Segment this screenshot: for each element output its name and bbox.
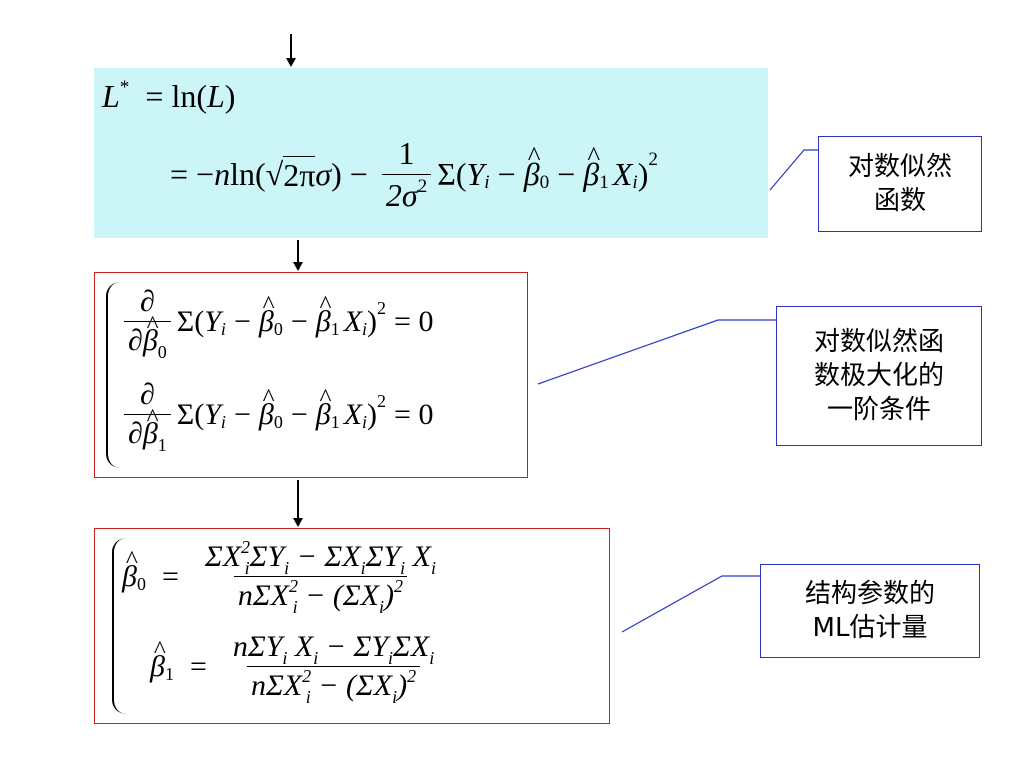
eq3-row2-fraction: nΣYi Xi − ΣYiΣXi nΣX2i − (ΣXi)2 [232, 630, 435, 707]
eq1-beta1: β [583, 141, 600, 193]
eq1-i2: i [632, 171, 638, 193]
eq1-Lvar: L [206, 78, 225, 114]
arrow-3-line [297, 480, 299, 520]
eq1-sub0: 0 [539, 171, 550, 193]
eq2-row2-fraction: ∂ ∂β1 [124, 378, 171, 455]
arrow-3-head [292, 518, 303, 527]
eq1-rparen2: ) [331, 156, 342, 192]
eq1-minus2: − [497, 156, 516, 192]
eq1-equals: = [145, 78, 164, 114]
eq1-i: i [484, 171, 490, 193]
arrow-top-line [290, 34, 292, 60]
eq2-row1: ∂ ∂β0 Σ(Yi − β0 − β1 Xi)2 = 0 [118, 285, 441, 362]
eq1-two-pi: 2π [283, 155, 316, 193]
eq1-sqrt: √ [265, 156, 284, 192]
eq3-row1: β0 = ΣX2iΣYi − ΣXiΣYi Xi nΣX2i − (ΣXi)2 [122, 536, 446, 617]
eq1-pow: 2 [648, 149, 658, 171]
first-order-box [94, 272, 528, 478]
eq1-close: ) [637, 156, 649, 192]
eq2-row1-fraction: ∂ ∂β0 [124, 285, 171, 362]
eq1-sub1: 1 [599, 171, 609, 193]
eq1-Y: Y [466, 156, 485, 192]
connector-2 [537, 319, 776, 385]
eq1-sum: Σ( [437, 156, 467, 192]
eq1-ln2: ln( [230, 156, 266, 192]
eq3-row1-fraction: ΣX2iΣYi − ΣXiΣYi Xi nΣX2i − (ΣXi)2 [204, 536, 436, 617]
log-likelihood-box [94, 68, 768, 238]
first-order-brace [106, 282, 122, 468]
eq1-minus3: − [557, 156, 576, 192]
arrow-top-head [285, 58, 296, 67]
eq1-fraction: 1 2σ2 [381, 135, 432, 214]
arrow-2-head [292, 262, 303, 271]
eq1-rparen: ) [224, 78, 236, 114]
eq1-X: X [612, 156, 633, 192]
eq3-row2: β1 = nΣYi Xi − ΣYiΣXi nΣX2i − (ΣXi)2 [150, 630, 444, 707]
eq1-minus: − [349, 156, 368, 192]
eq1-L: L [102, 78, 120, 114]
eq1-line2: = − n ln( √ 2π σ ) − 1 2σ2 Σ(Yi − β0 − β… [170, 135, 658, 214]
eq1-beta0: β [524, 141, 541, 193]
arrow-2-line [297, 240, 299, 264]
ml-estimator-box [94, 528, 610, 724]
eq2-row2: ∂ ∂β1 Σ(Yi − β0 − β1 Xi)2 = 0 [118, 378, 441, 455]
ml-estimator-brace [112, 538, 128, 714]
eq1-denominator: 2σ2 [381, 174, 432, 214]
connector-1 [769, 149, 818, 191]
connector-3 [621, 575, 760, 633]
eq1-eq-minus: = − [170, 156, 215, 192]
label-ml-estimator: 结构参数的 ML估计量 [760, 564, 980, 658]
eq1-sigma: σ [315, 156, 332, 192]
eq1-line1: L* =ln(L) [102, 76, 236, 115]
eq1-star: * [119, 76, 130, 98]
eq1-n: n [214, 156, 231, 192]
label-first-order: 对数似然函 数极大化的 一阶条件 [776, 306, 982, 446]
eq1-ln: ln( [171, 78, 207, 114]
label-log-likelihood: 对数似然 函数 [818, 136, 982, 232]
eq1-numerator: 1 [398, 135, 415, 171]
